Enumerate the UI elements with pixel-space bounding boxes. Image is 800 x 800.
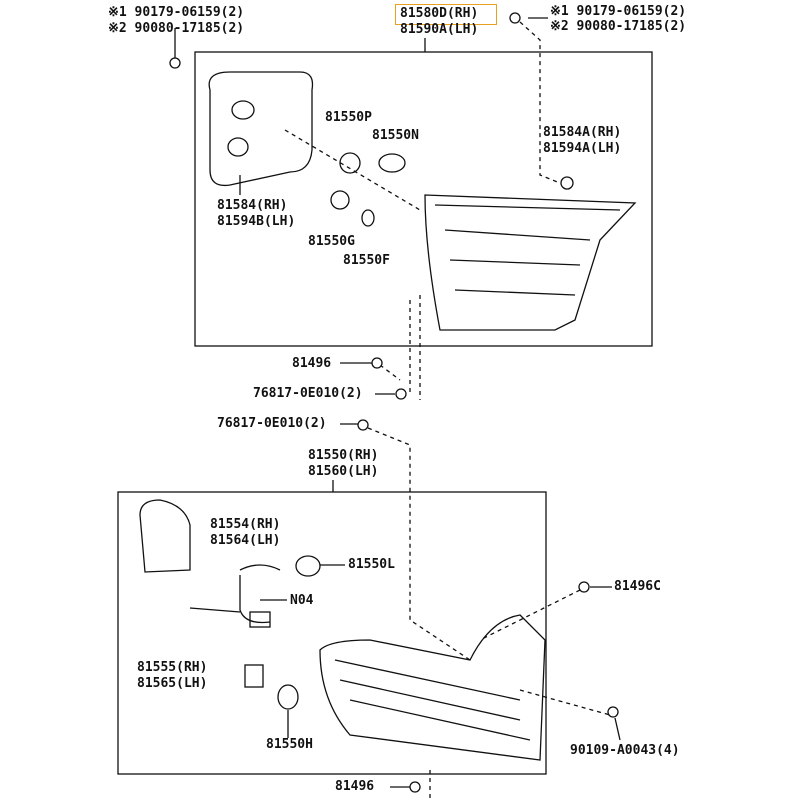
label-81550n[interactable]: 81550N bbox=[372, 128, 419, 143]
label-76817-upper[interactable]: 76817-0E010(2) bbox=[253, 386, 363, 401]
label-81594b[interactable]: 81594B(LH) bbox=[217, 214, 296, 229]
label-81564[interactable]: 81564(LH) bbox=[210, 533, 281, 548]
label-screw-2[interactable]: ※2 90080-17185(2) bbox=[108, 21, 245, 36]
label-n04[interactable]: N04 bbox=[290, 593, 314, 608]
label-81550p[interactable]: 81550P bbox=[325, 110, 372, 125]
label-81496-upper[interactable]: 81496 bbox=[292, 356, 332, 371]
upper-assembly-box bbox=[194, 51, 653, 347]
label-81584[interactable]: 81584(RH) bbox=[217, 198, 288, 213]
label-81554[interactable]: 81554(RH) bbox=[210, 517, 281, 532]
label-screw-1-right[interactable]: ※1 90179-06159(2) bbox=[550, 4, 687, 19]
label-screw-2-right[interactable]: ※2 90080-17185(2) bbox=[550, 19, 687, 34]
label-81550g[interactable]: 81550G bbox=[308, 234, 355, 249]
lower-assembly-box bbox=[117, 491, 547, 775]
label-81565[interactable]: 81565(LH) bbox=[137, 676, 208, 691]
gasket bbox=[208, 71, 314, 187]
label-90109[interactable]: 90109-A0043(4) bbox=[570, 743, 680, 758]
label-81580d[interactable]: 81580D(RH) bbox=[400, 6, 479, 21]
label-81594a[interactable]: 81594A(LH) bbox=[543, 141, 622, 156]
label-81584a[interactable]: 81584A(RH) bbox=[543, 125, 622, 140]
outer-tail-lamp bbox=[319, 614, 546, 761]
label-81550l[interactable]: 81550L bbox=[348, 557, 395, 572]
label-screw-1[interactable]: ※1 90179-06159(2) bbox=[108, 5, 245, 20]
socket-81550p bbox=[339, 152, 361, 174]
inner-lamp-lens bbox=[424, 194, 637, 331]
label-81590a[interactable]: 81590A(LH) bbox=[400, 22, 479, 37]
label-81550h[interactable]: 81550H bbox=[266, 737, 313, 752]
label-81555[interactable]: 81555(RH) bbox=[137, 660, 208, 675]
bulb-81550n bbox=[378, 153, 406, 173]
highlight-box bbox=[395, 4, 497, 25]
label-81496c[interactable]: 81496C bbox=[614, 579, 661, 594]
gasket-lower bbox=[139, 499, 191, 573]
label-81550[interactable]: 81550(RH) bbox=[308, 448, 379, 463]
label-76817-lower[interactable]: 76817-0E010(2) bbox=[217, 416, 327, 431]
label-81496-lower[interactable]: 81496 bbox=[335, 779, 375, 794]
label-81550f[interactable]: 81550F bbox=[343, 253, 390, 268]
label-81560[interactable]: 81560(LH) bbox=[308, 464, 379, 479]
